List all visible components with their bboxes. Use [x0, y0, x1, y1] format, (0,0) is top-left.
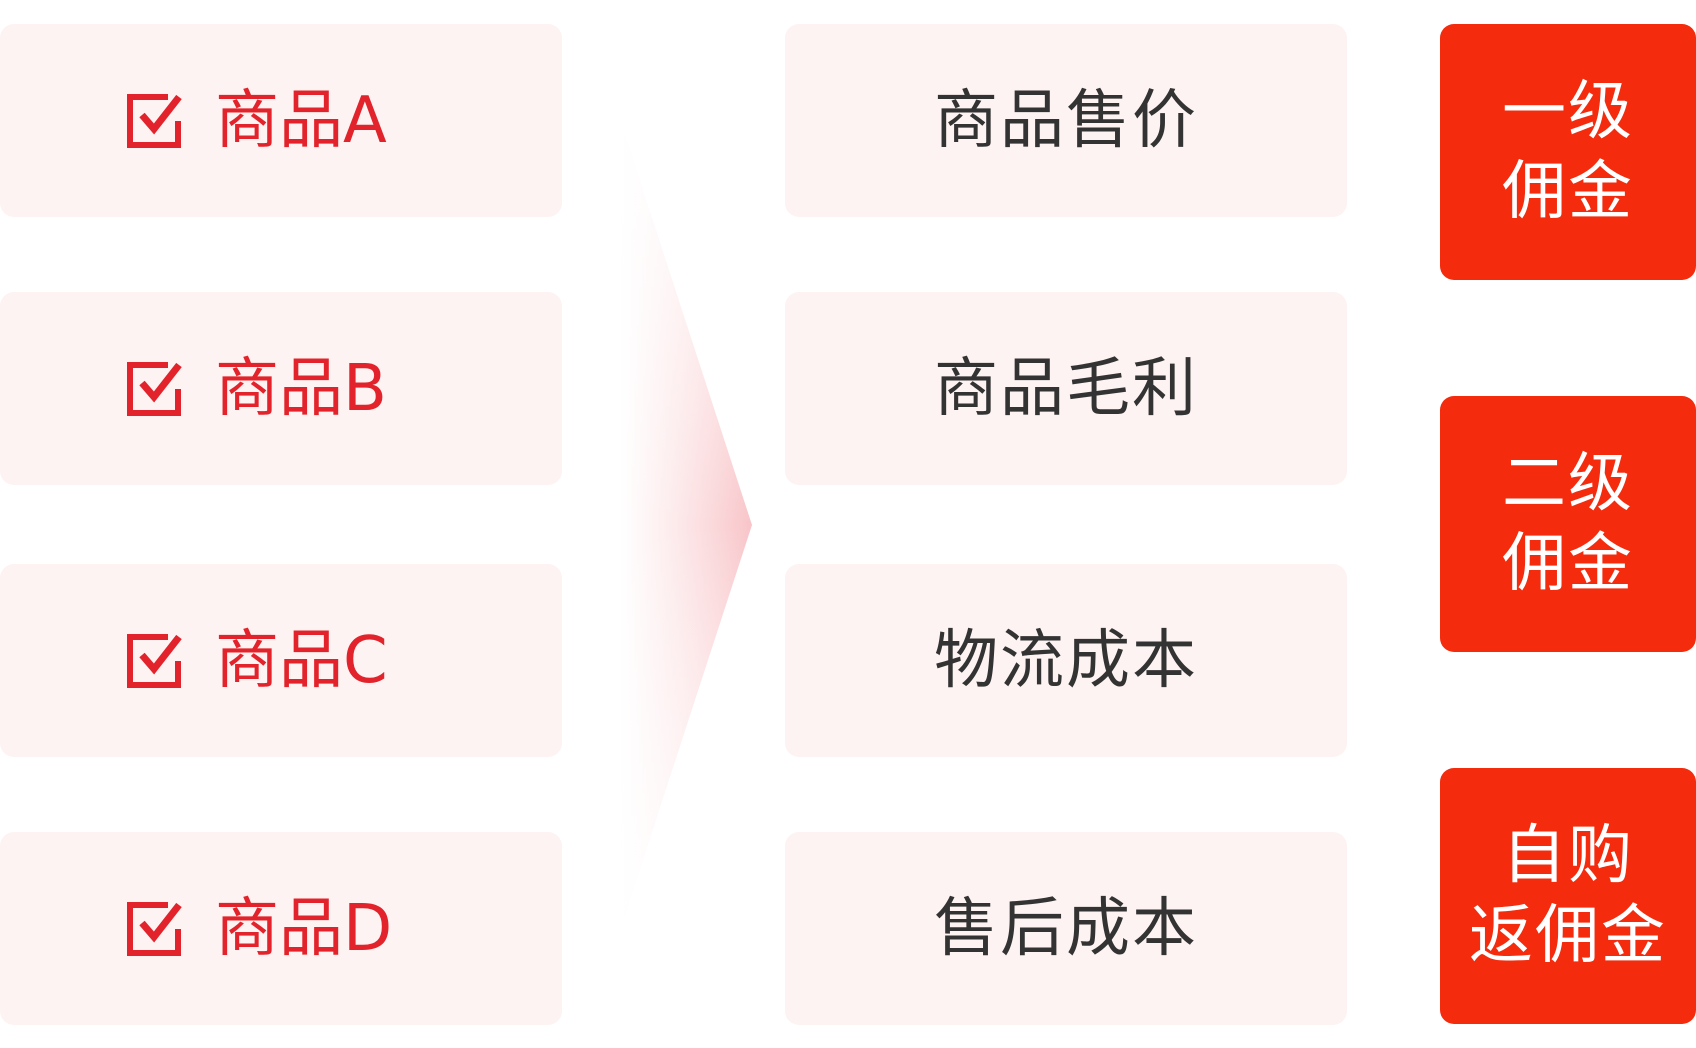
product-label: 商品D — [215, 891, 393, 966]
badge-line2: 返佣金 — [1469, 899, 1667, 973]
factor-card-logistics: 物流成本 — [785, 564, 1347, 757]
product-card-b: 商品B — [0, 292, 562, 485]
commission-badge-level2: 二级 佣金 — [1440, 396, 1696, 652]
factor-card-margin: 商品毛利 — [785, 292, 1347, 485]
badge-line1: 自购 — [1502, 819, 1634, 893]
commission-badge-level1: 一级 佣金 — [1440, 24, 1696, 280]
factor-label: 商品毛利 — [934, 351, 1198, 426]
commission-badge-self-purchase: 自购 返佣金 — [1440, 768, 1696, 1024]
factor-label: 售后成本 — [934, 891, 1198, 966]
product-label: 商品B — [215, 351, 387, 426]
factor-card-aftersales: 售后成本 — [785, 832, 1347, 1025]
factor-label: 商品售价 — [934, 83, 1198, 158]
checkbox-checked-icon — [127, 93, 182, 148]
flow-arrow — [620, 120, 752, 930]
badge-line1: 一级 — [1502, 75, 1634, 149]
product-label: 商品A — [215, 83, 387, 158]
product-card-d: 商品D — [0, 832, 562, 1025]
product-label: 商品C — [215, 623, 388, 698]
checkbox-checked-icon — [127, 361, 182, 416]
checkbox-checked-icon — [127, 901, 182, 956]
checkbox-checked-icon — [127, 633, 182, 688]
badge-line2: 佣金 — [1502, 527, 1634, 601]
factor-card-price: 商品售价 — [785, 24, 1347, 217]
badge-line1: 二级 — [1502, 447, 1634, 521]
product-card-c: 商品C — [0, 564, 562, 757]
product-card-a: 商品A — [0, 24, 562, 217]
badge-line2: 佣金 — [1502, 155, 1634, 229]
factor-label: 物流成本 — [934, 623, 1198, 698]
